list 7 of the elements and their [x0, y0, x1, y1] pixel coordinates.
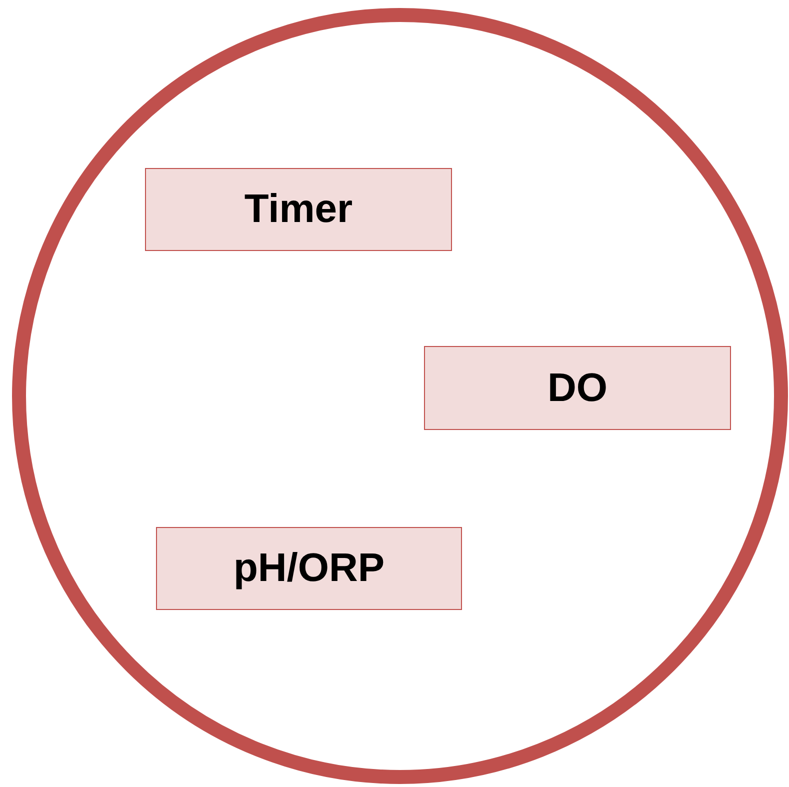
label-box	[156, 527, 462, 610]
box-label: Timer	[244, 187, 353, 232]
label-box	[424, 346, 731, 430]
circle-outline	[12, 8, 788, 784]
box-label: pH/ORP	[233, 546, 385, 591]
label-box	[145, 168, 452, 251]
box-label: DO	[548, 366, 608, 410]
